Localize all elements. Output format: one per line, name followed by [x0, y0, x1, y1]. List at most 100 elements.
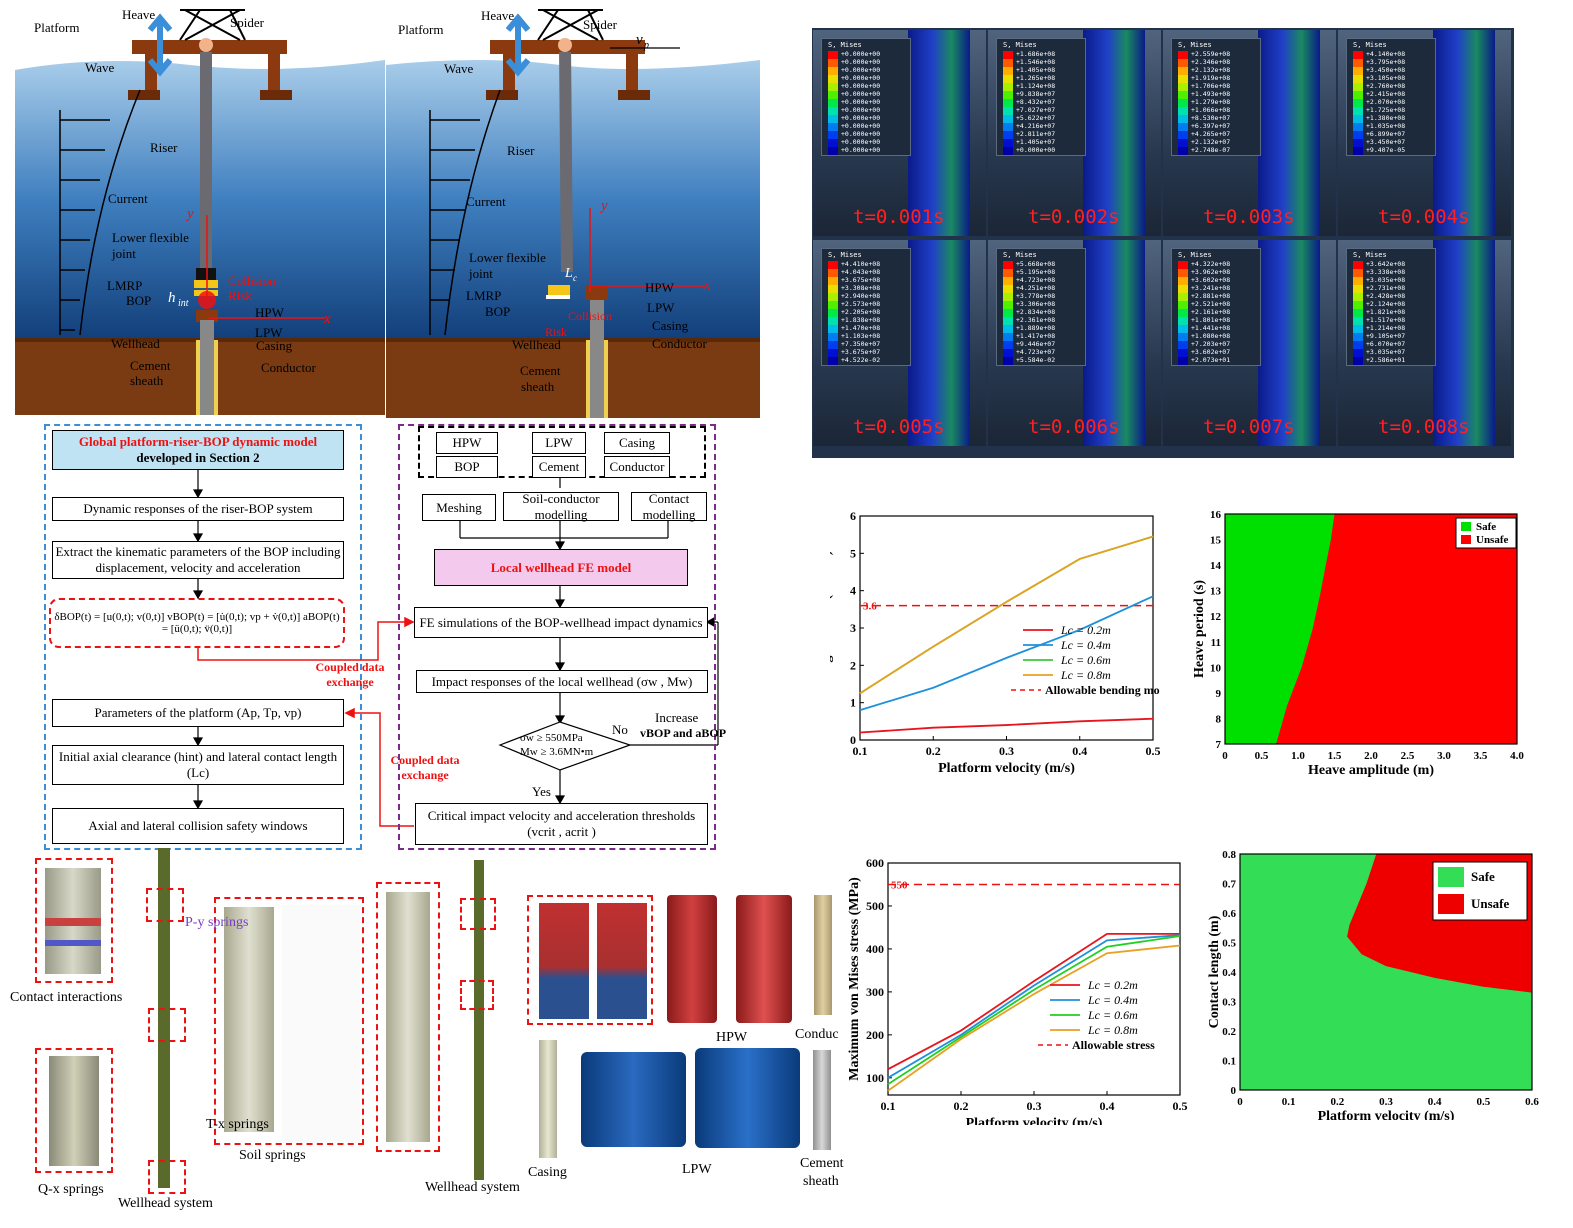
- x-tick-label: 0: [1222, 750, 1228, 762]
- fe-legend-swatch: [1178, 317, 1188, 325]
- fe-legend-value: +1.279e+08: [1191, 98, 1231, 106]
- fe-legend-value: +2.559e+08: [1191, 50, 1231, 58]
- label-hint-sub: int: [178, 298, 189, 309]
- fe-legend-swatch: [1003, 115, 1013, 123]
- fe-pipe: [1258, 30, 1320, 236]
- dynamic-responses-box: Dynamic responses of the riser-BOP syste…: [52, 497, 344, 521]
- component-box: HPW: [436, 432, 498, 454]
- fe-legend-value: +7.350e+07: [841, 340, 881, 348]
- fe-legend: S, Mises+5.668e+08+5.195e+08+4.723e+08+4…: [996, 248, 1086, 366]
- x-tick-label: 0.3: [999, 744, 1014, 758]
- fe-legend-value: +6.397e+07: [1191, 122, 1231, 130]
- x-tick-label: 3.5: [1474, 750, 1488, 762]
- x-tick-label: 0.4: [1428, 1096, 1442, 1108]
- component-box: LPW: [532, 432, 586, 454]
- label-current-r: Current: [466, 194, 506, 209]
- fe-legend-value: +0.000e+00: [841, 138, 881, 146]
- fe-legend-value: +7.203e+07: [1191, 340, 1231, 348]
- fe-legend-value: +3.338e+08: [1366, 268, 1406, 276]
- fe-legend-value: +3.778e+08: [1016, 292, 1056, 300]
- fe-legend-value: +5.195e+08: [1016, 268, 1056, 276]
- fe-time-label: t=0.003s: [1203, 206, 1295, 228]
- fe-legend-value: +4.251e+08: [1016, 284, 1056, 292]
- fe-panel: S, Mises+1.686e+08+1.546e+08+1.405e+08+1…: [988, 30, 1161, 236]
- component-box: Casing: [604, 432, 670, 454]
- x-tick-label: 3.0: [1437, 750, 1451, 762]
- fe-legend-value: +2.415e+08: [1366, 90, 1406, 98]
- fe-legend-value: +0.000e+00: [841, 66, 881, 74]
- fe-legend-swatch: [1178, 67, 1188, 75]
- y-tick-label: 4: [850, 584, 856, 598]
- fe-legend-swatch: [828, 99, 838, 107]
- label-collision-r: Collision: [568, 309, 612, 323]
- fe-legend-swatch: [1178, 277, 1188, 285]
- fe-legend-value: +1.821e+08: [1366, 308, 1406, 316]
- fe-legend-swatch: [1003, 131, 1013, 139]
- fe-legend-swatch: [828, 309, 838, 317]
- wellhead-column: [158, 848, 170, 1188]
- fe-legend: S, Mises+4.322e+08+3.962e+08+3.602e+08+3…: [1171, 248, 1261, 366]
- legend-entry: Lc = 0.4m: [1060, 638, 1111, 652]
- critical-line-2: (vcrit , acrit ): [527, 824, 596, 839]
- fe-legend-value: +2.731e+08: [1366, 284, 1406, 292]
- label-cement: Cement: [130, 358, 171, 373]
- fe-legend-swatch: [828, 115, 838, 123]
- fe-legend-swatch: [1353, 309, 1363, 317]
- x-axis-label: Platform velocity (m/s): [938, 761, 1075, 776]
- fe-legend-value: +0.000e+00: [841, 90, 881, 98]
- fe-legend-value: +3.035e+07: [1366, 348, 1406, 356]
- fe-legend-value: +2.834e+08: [1016, 308, 1056, 316]
- condition-2: Mw ≥ 3.6MN•m: [520, 746, 594, 758]
- fe-panel-grid: S, Mises+0.000e+00+0.000e+00+0.000e+00+0…: [812, 28, 1514, 458]
- fe-legend-swatch: [828, 317, 838, 325]
- fe-legend-value: +9.838e+07: [1016, 90, 1056, 98]
- fe-legend-header: S, Mises: [1353, 41, 1387, 49]
- y-tick-label: 0.1: [1222, 1056, 1236, 1068]
- fe-legend-value: +3.602e+07: [1191, 348, 1231, 356]
- y-tick-label: 12: [1210, 611, 1222, 623]
- fe-legend-swatch: [828, 261, 838, 269]
- fe-legend-swatch: [1178, 139, 1188, 147]
- y-tick-label: 10: [1210, 662, 1222, 674]
- increase-label: Increase: [655, 710, 699, 725]
- fe-legend-value: +1.103e+08: [841, 332, 881, 340]
- fe-legend-value: +2.073e+01: [1191, 356, 1231, 364]
- x-axis-label: Platform velocity (m/s): [966, 1116, 1103, 1125]
- fe-legend-header: S, Mises: [1178, 251, 1212, 259]
- x-tick-label: 0.5: [1173, 1099, 1188, 1113]
- x-tick-label: 0.2: [954, 1099, 969, 1113]
- fe-legend-value: +1.725e+08: [1366, 106, 1406, 114]
- fe-legend-value: +0.000e+00: [841, 98, 881, 106]
- fe-legend-value: +2.205e+08: [841, 308, 881, 316]
- casing-label: Casing: [528, 1165, 567, 1180]
- fe-legend-swatch: [1353, 59, 1363, 67]
- fe-legend-value: +1.801e+08: [1191, 316, 1231, 324]
- fe-legend-value: +2.573e+08: [841, 300, 881, 308]
- legend-entry: Lc = 0.6m: [1060, 653, 1111, 667]
- label-hint: h: [168, 290, 176, 306]
- fe-legend-swatch: [828, 139, 838, 147]
- qx-springs-label: Q-x springs: [38, 1182, 104, 1197]
- fe-legend-value: +2.161e+08: [1191, 308, 1231, 316]
- fe-legend: S, Mises+2.559e+08+2.346e+08+2.132e+08+1…: [1171, 38, 1261, 156]
- fe-pipe: [908, 240, 970, 446]
- y-tick-label: 11: [1211, 637, 1221, 649]
- fe-legend-value: +2.361e+08: [1016, 316, 1056, 324]
- fe-legend-value: +4.140e+08: [1366, 50, 1406, 58]
- fe-legend-value: +2.881e+08: [1191, 292, 1231, 300]
- flowchart-arrows: [192, 470, 719, 827]
- fe-legend-swatch: [828, 83, 838, 91]
- y-tick-label: 500: [866, 899, 884, 913]
- x-axis-label: Platform velocity (m/s): [1318, 1109, 1455, 1120]
- fe-legend-value: +1.441e+08: [1191, 324, 1231, 332]
- component-box: Conductor: [604, 456, 670, 478]
- fe-legend-header: S, Mises: [828, 41, 862, 49]
- x-tick-label: 0.2: [926, 744, 941, 758]
- fe-pipe: [1258, 240, 1320, 446]
- initial-clearance-box: Initial axial clearance (hint) and later…: [52, 745, 344, 785]
- series-line: [859, 595, 1154, 711]
- fe-legend-swatch: [1353, 91, 1363, 99]
- fe-legend-swatch: [1178, 349, 1188, 357]
- fe-legend-swatch: [1353, 115, 1363, 123]
